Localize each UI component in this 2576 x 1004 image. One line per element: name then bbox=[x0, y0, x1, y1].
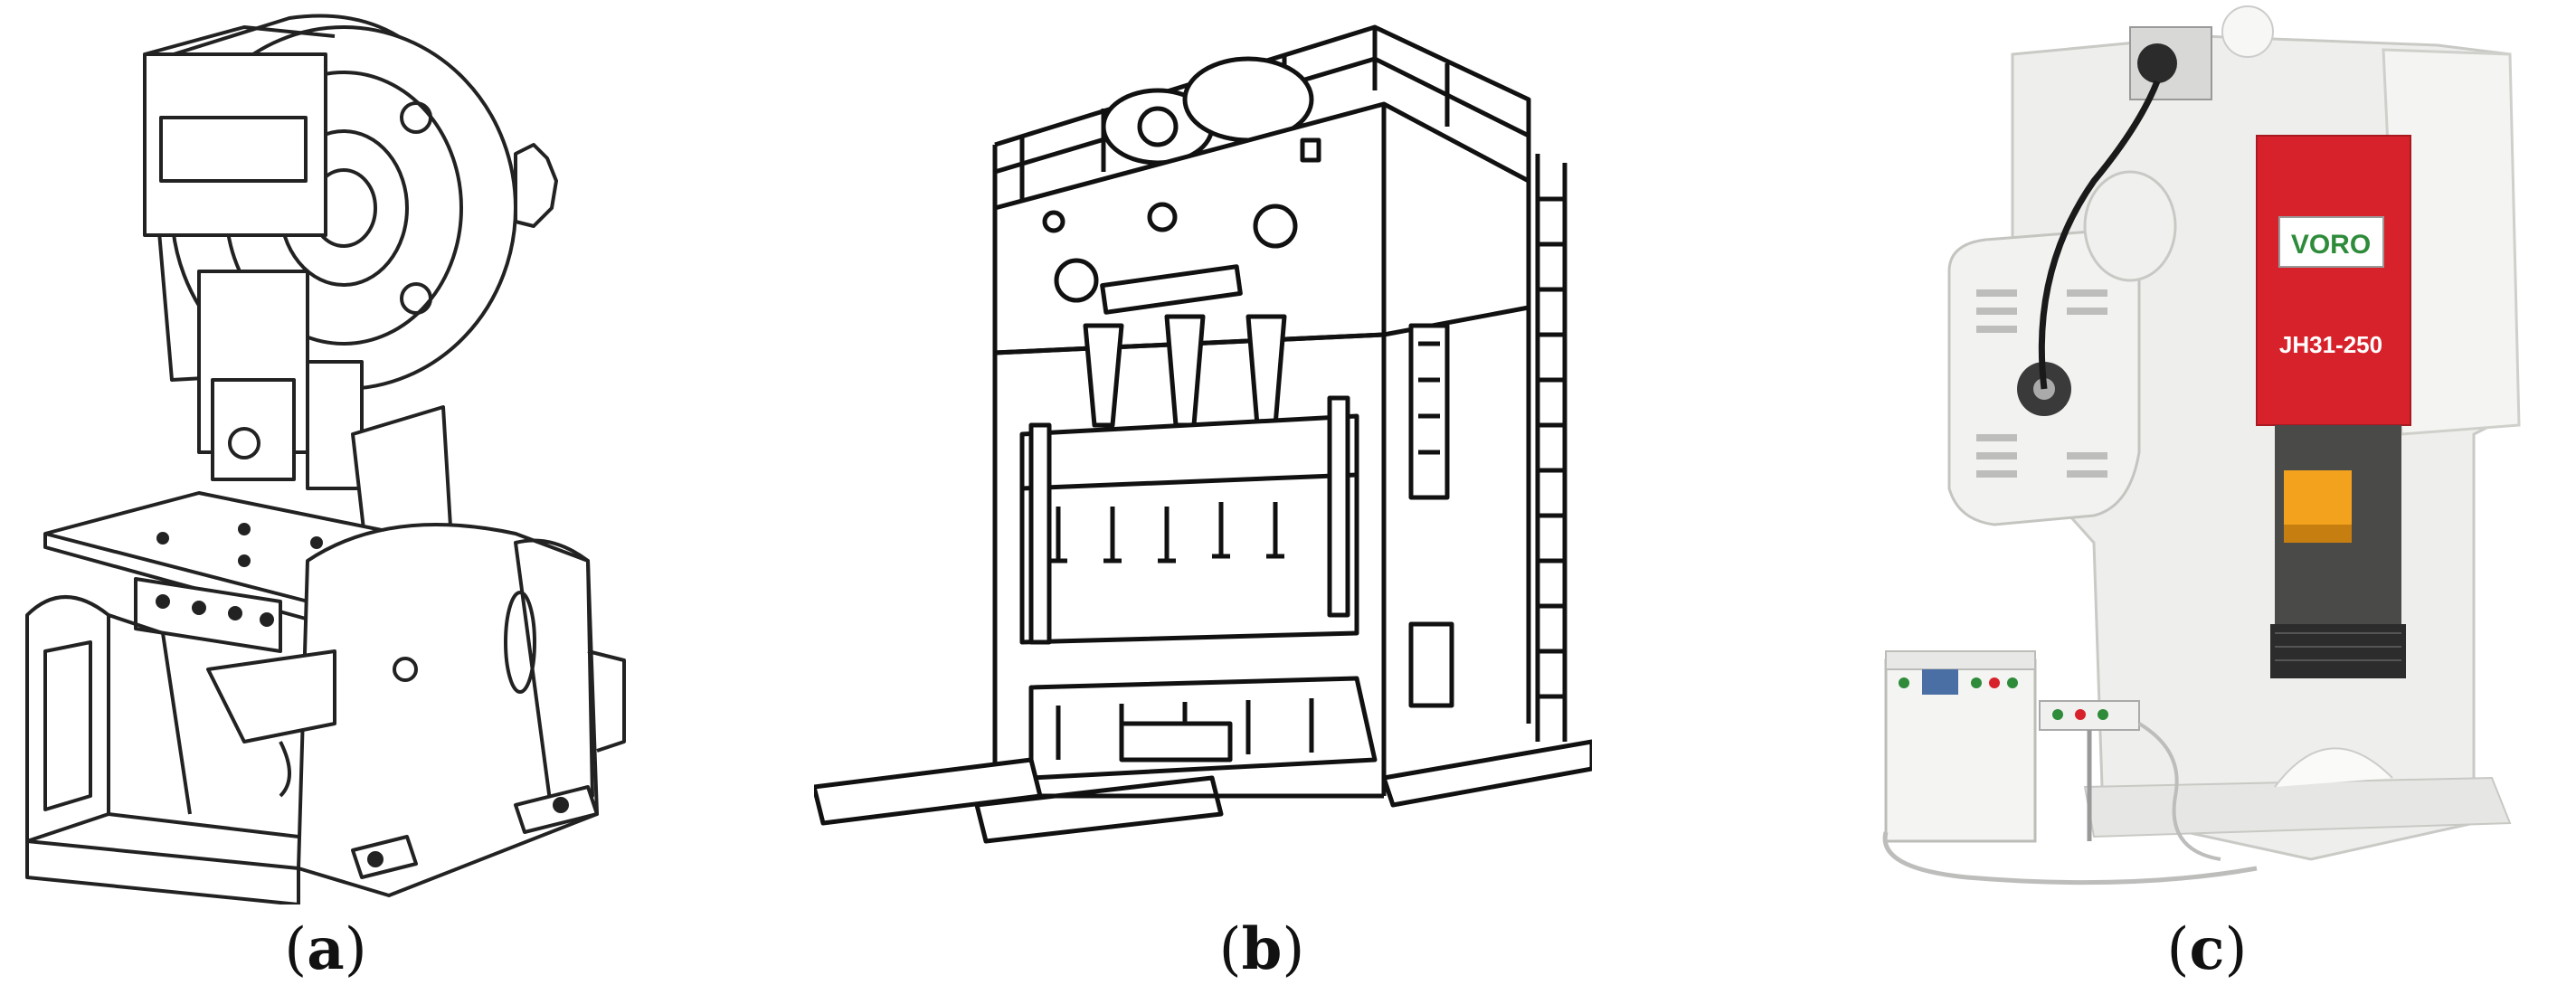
caption-b: (b) bbox=[1218, 915, 1305, 983]
panel-b-straight-side-press-drawing bbox=[814, 0, 1592, 905]
press-machine-illustration: VORO JH31-250 bbox=[1882, 5, 2521, 886]
panel-a-open-press-drawing bbox=[9, 0, 642, 905]
panel-c-press-machine-photo: VORO JH31-250 bbox=[1859, 0, 2573, 905]
caption-a: (a) bbox=[284, 915, 367, 983]
model-label: JH31-250 bbox=[2279, 331, 2382, 358]
caption-c: (c) bbox=[2166, 915, 2248, 983]
brand-label: VORO bbox=[2291, 230, 2371, 260]
vent-grille bbox=[1976, 289, 2107, 478]
straight-side-press-line-art bbox=[814, 24, 1592, 844]
open-press-line-art bbox=[25, 14, 626, 905]
